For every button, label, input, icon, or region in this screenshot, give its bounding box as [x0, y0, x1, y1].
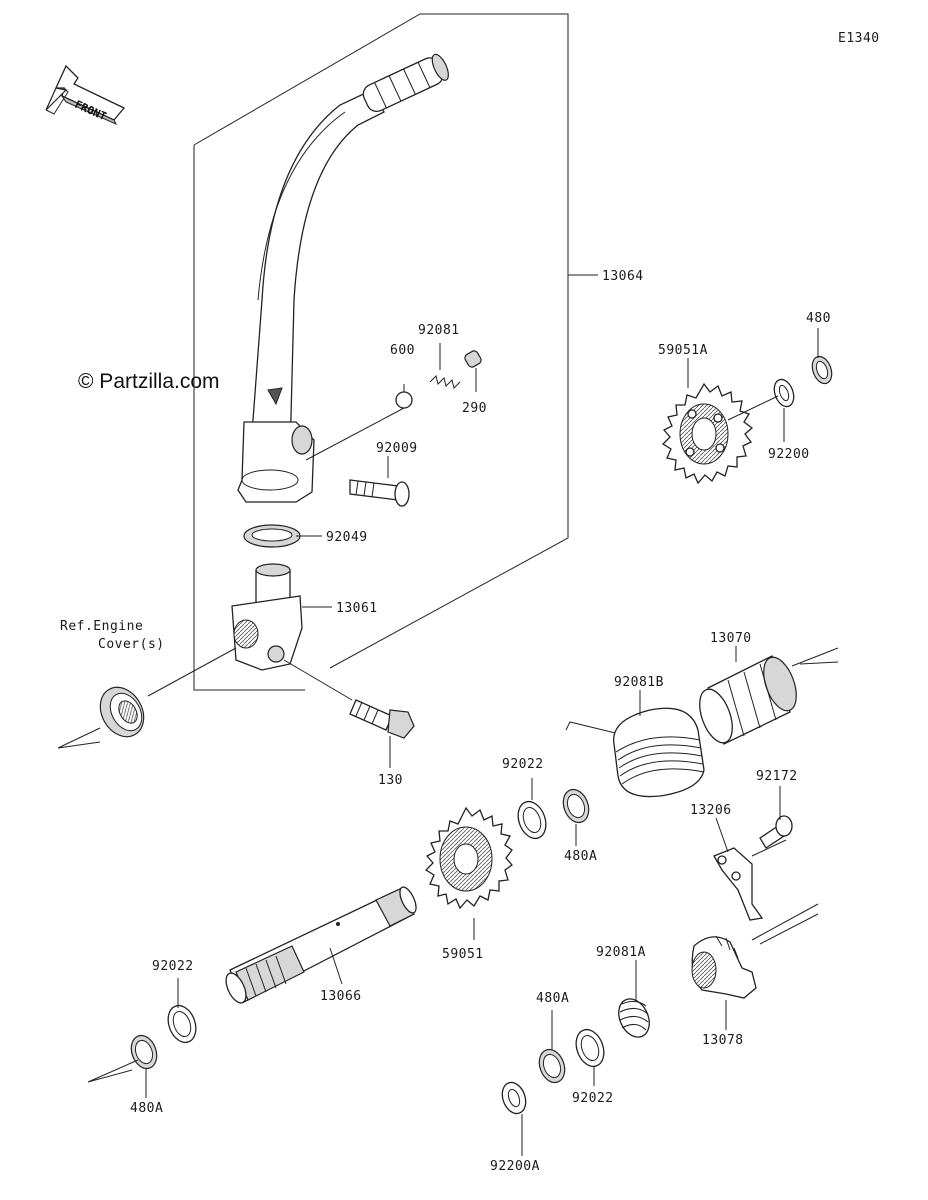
oil-seal-part	[99, 686, 145, 738]
label-600: 600	[390, 343, 415, 358]
circlip-480A-a-part	[562, 788, 590, 824]
label-480-top: 480	[806, 311, 831, 326]
kick-lever-part	[237, 53, 449, 503]
label-92172: 92172	[756, 769, 798, 784]
gear-59051A-part	[661, 382, 754, 485]
label-92081: 92081	[418, 323, 460, 338]
ref-note-line-1: Ref.Engine	[60, 619, 143, 634]
circlip-480A-b-part	[130, 1034, 158, 1070]
label-13061: 13061	[336, 601, 378, 616]
label-13070: 13070	[710, 631, 752, 646]
label-480A-b: 480A	[130, 1101, 163, 1116]
circlip-480-part	[811, 355, 833, 385]
seal-92049-part	[243, 524, 301, 548]
label-59051: 59051	[442, 947, 484, 962]
ball-600-part	[395, 391, 413, 409]
label-13064: 13064	[602, 269, 644, 284]
label-92200A: 92200A	[490, 1159, 540, 1174]
washer-92200-part	[773, 378, 795, 408]
label-480A-c: 480A	[536, 991, 569, 1006]
plunger-290-part	[464, 350, 482, 368]
sleeve-13070-part	[699, 655, 797, 745]
label-13066: 13066	[320, 989, 362, 1004]
guide-13206-part	[713, 847, 764, 921]
washer-92022-b-part	[167, 1004, 197, 1044]
washer-92022-a-part	[517, 800, 547, 840]
assembly-bracket-13064	[193, 13, 598, 691]
label-130: 130	[378, 773, 403, 788]
washer-92022-c-part	[575, 1028, 605, 1068]
label-92049: 92049	[326, 530, 368, 545]
shaft-holder-13061-part	[231, 563, 303, 671]
label-92081A: 92081A	[596, 945, 646, 960]
label-59051A: 59051A	[658, 343, 708, 358]
spring-92081B-part	[565, 707, 705, 798]
screw-92172-part	[759, 815, 793, 849]
circlip-480A-c-part	[538, 1048, 566, 1084]
part-labels: 13064 92081 600 290 92009 92049 13061 Re…	[60, 269, 831, 1174]
label-13206: 13206	[690, 803, 732, 818]
gear-59051-part	[424, 806, 513, 910]
watermark: © Partzilla.com	[78, 370, 220, 393]
label-480A-a: 480A	[564, 849, 597, 864]
label-13078: 13078	[702, 1033, 744, 1048]
label-92009: 92009	[376, 441, 418, 456]
label-92200: 92200	[768, 447, 810, 462]
label-92081B: 92081B	[614, 675, 664, 690]
spring-92081-part	[429, 375, 461, 389]
spring-92081A-part	[618, 998, 650, 1038]
bolt-130-part	[349, 699, 415, 739]
leader-lines	[57, 328, 839, 1156]
ratchet-13078-part	[691, 935, 757, 999]
diagram-id: E1340	[838, 31, 880, 46]
shaft-13066-part	[225, 886, 417, 1004]
bolt-92009-part	[349, 479, 410, 507]
front-arrow-icon: FRONT	[45, 64, 126, 126]
washer-92200A-part	[501, 1081, 527, 1115]
label-92022-c: 92022	[572, 1091, 614, 1106]
label-92022-b: 92022	[152, 959, 194, 974]
label-92022-a: 92022	[502, 757, 544, 772]
ref-note-line-2: Cover(s)	[98, 637, 165, 652]
label-290: 290	[462, 401, 487, 416]
